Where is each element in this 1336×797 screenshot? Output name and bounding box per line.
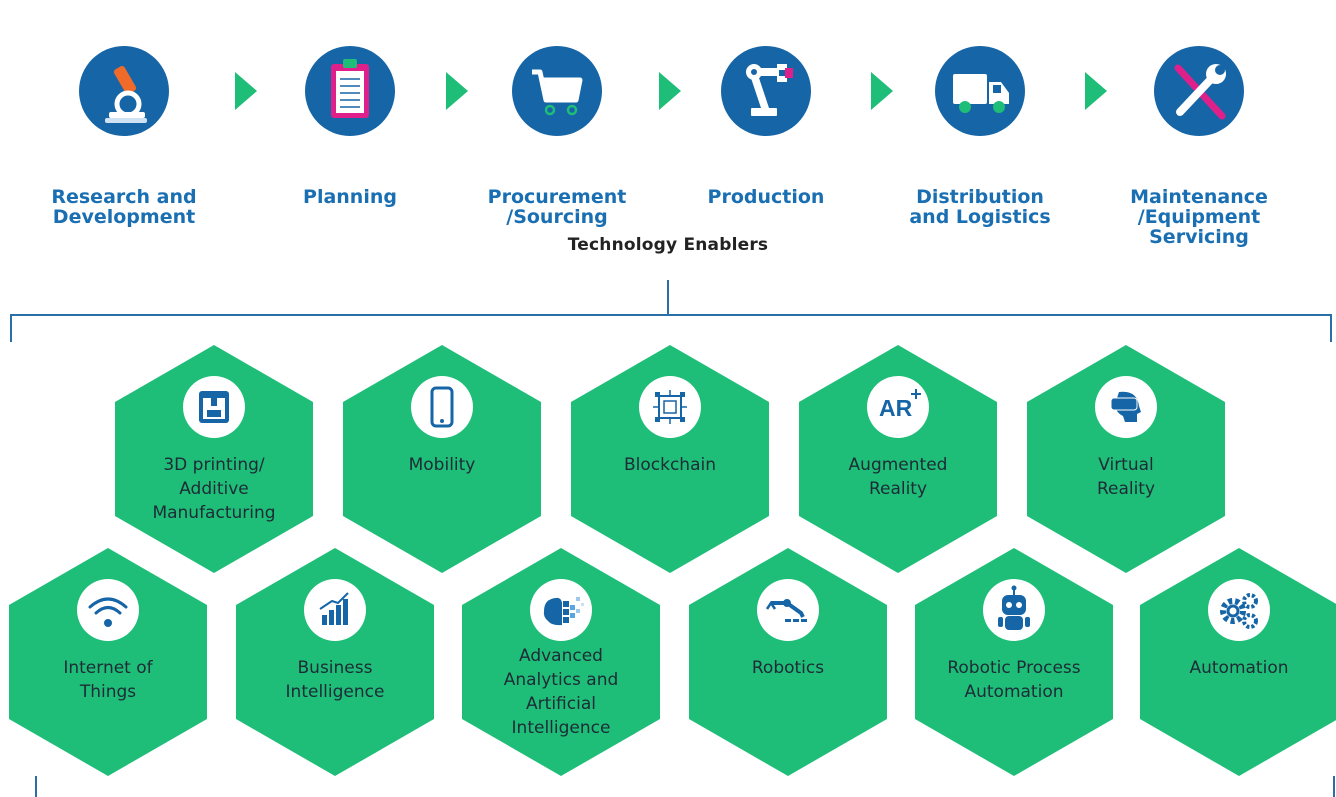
chevron-right-icon bbox=[659, 72, 681, 110]
hex-augmented-reality: AR Augmented Reality bbox=[799, 345, 997, 573]
bracket-stem bbox=[667, 280, 669, 315]
robot-arm-icon bbox=[757, 579, 819, 641]
bar-chart-icon bbox=[304, 579, 366, 641]
hex-label: Internet of Things bbox=[63, 658, 153, 702]
stage-label: Distribution and Logistics bbox=[909, 186, 1051, 228]
hex-label: Advanced Analytics and Artificial Intell… bbox=[503, 646, 619, 738]
hex-business-intelligence: Business Intelligence bbox=[236, 548, 434, 776]
svg-text:AR: AR bbox=[879, 395, 913, 421]
hex-label: Business Intelligence bbox=[285, 658, 385, 702]
chevron-right-icon bbox=[1085, 72, 1107, 110]
hex-automation: Automation bbox=[1140, 548, 1336, 776]
hex-label: Robotic Process Automation bbox=[947, 658, 1081, 702]
bracket-left-leg bbox=[10, 314, 12, 342]
stage-label: Research and Development bbox=[51, 186, 197, 228]
hex-label: 3D printing/ Additive Manufacturing bbox=[152, 455, 276, 523]
chevron-right-icon bbox=[871, 72, 893, 110]
stage-label: Procurement /Sourcing bbox=[487, 186, 627, 228]
hex-label: Augmented Reality bbox=[848, 455, 948, 499]
3d-printer-icon bbox=[183, 376, 245, 438]
hex-advanced-analytics-ai: Advanced Analytics and Artificial Intell… bbox=[462, 548, 660, 776]
stage-label: Maintenance /Equipment Servicing bbox=[1130, 186, 1268, 248]
microscope-icon bbox=[79, 46, 169, 136]
hex-label: Blockchain bbox=[623, 455, 716, 475]
hex-virtual-reality: Virtual Reality bbox=[1027, 345, 1225, 573]
chevron-right-icon bbox=[446, 72, 468, 110]
bracket-left-foot bbox=[35, 776, 37, 797]
shopping-cart-icon bbox=[512, 46, 602, 136]
wrench-screwdriver-icon bbox=[1154, 46, 1244, 136]
hex-mobility: Mobility bbox=[343, 345, 541, 573]
hex-label: Virtual Reality bbox=[1096, 455, 1156, 499]
vr-headset-icon bbox=[1095, 376, 1157, 438]
hex-internet-of-things: Internet of Things bbox=[9, 548, 207, 776]
hex-label: Automation bbox=[1189, 658, 1289, 678]
stage-label: Production bbox=[707, 186, 825, 208]
stage-label: Planning bbox=[303, 186, 397, 208]
hex-blockchain: Blockchain bbox=[571, 345, 769, 573]
hex-3d-printing: 3D printing/ Additive Manufacturing bbox=[115, 345, 313, 573]
smartphone-icon bbox=[411, 376, 473, 438]
hex-robotic-process-automation: Robotic Process Automation bbox=[915, 548, 1113, 776]
bracket-horizontal bbox=[10, 314, 1332, 316]
chevron-right-icon bbox=[235, 72, 257, 110]
ar-icon: AR bbox=[867, 376, 929, 438]
hex-label: Mobility bbox=[408, 455, 476, 475]
robot-arm-icon bbox=[721, 46, 811, 136]
wifi-icon bbox=[77, 579, 139, 641]
bracket-right-leg bbox=[1330, 314, 1332, 342]
hex-robotics: Robotics bbox=[689, 548, 887, 776]
section-title: Technology Enablers bbox=[567, 235, 769, 255]
blockchain-icon bbox=[639, 376, 701, 438]
bracket-right-foot bbox=[1333, 776, 1335, 797]
truck-icon bbox=[935, 46, 1025, 136]
robot-icon bbox=[983, 579, 1045, 641]
hex-label: Robotics bbox=[751, 658, 825, 678]
clipboard-icon bbox=[305, 46, 395, 136]
gears-icon bbox=[1208, 579, 1270, 641]
ai-brain-icon bbox=[530, 579, 592, 641]
